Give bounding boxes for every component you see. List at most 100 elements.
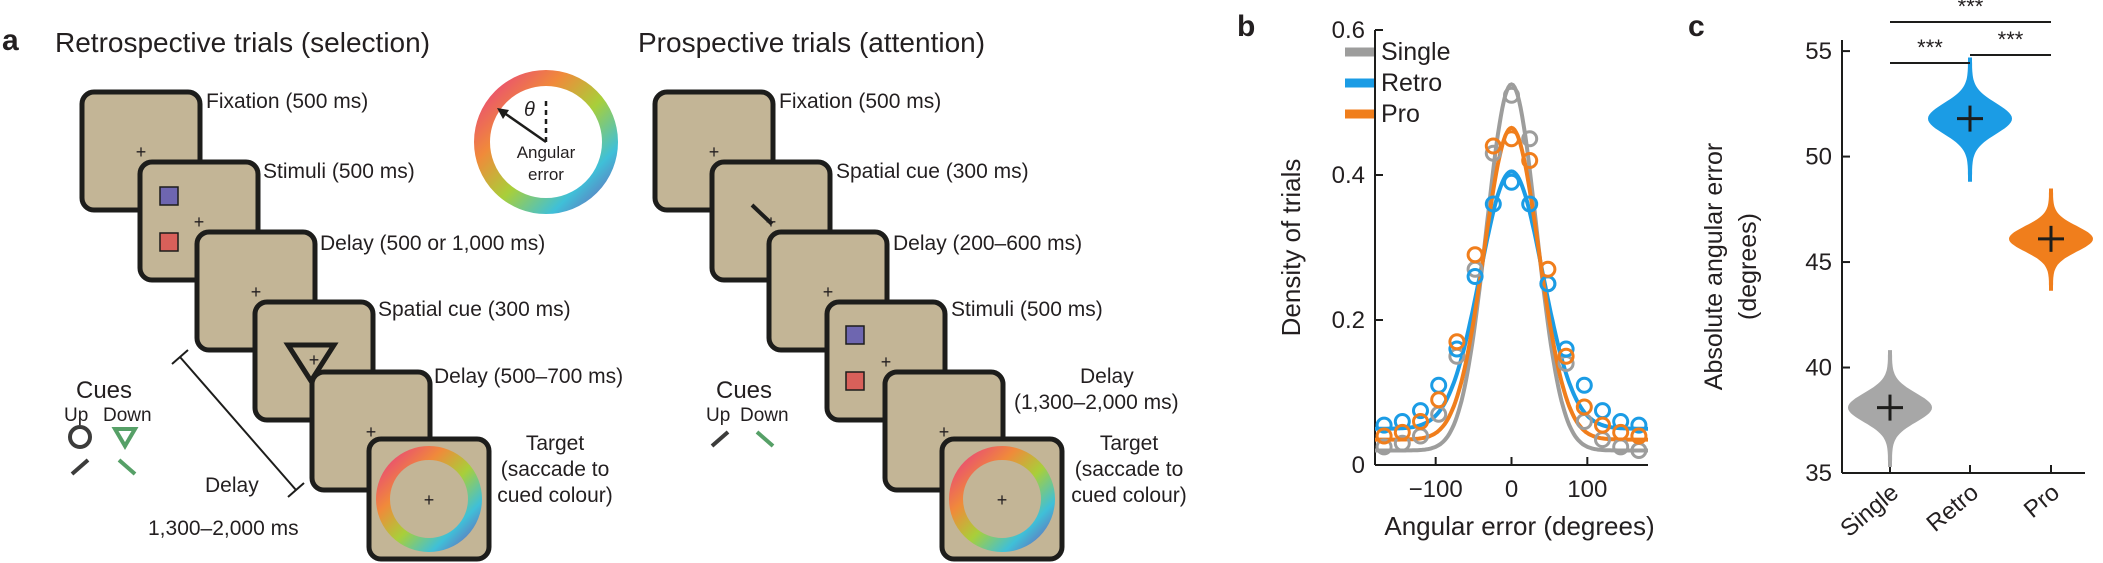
down-line-cue-icon xyxy=(755,430,775,448)
line-cue-icon xyxy=(750,203,774,226)
significance-label: *** xyxy=(1917,35,1943,60)
y-tick-label: 55 xyxy=(1805,38,1832,65)
fixation-cross: + xyxy=(136,142,147,162)
up-line-cue-icon xyxy=(70,458,90,476)
retro-step-2: Stimuli (500 ms) xyxy=(263,160,415,183)
retro-target-line1: Target xyxy=(526,432,585,455)
data-point-pro xyxy=(1448,333,1466,351)
circle-cue-icon xyxy=(68,425,92,449)
fixation-cross: + xyxy=(194,212,205,232)
up-line-cue-icon xyxy=(710,430,730,448)
retro-sequence: + + + + + + Fixation (500 ms) Stimuli (5… xyxy=(64,70,623,562)
panel-a: a Retrospective trials (selection) Prosp… xyxy=(2,24,1187,562)
data-point-retro xyxy=(1393,413,1411,430)
data-point-pro xyxy=(1393,423,1411,441)
retro-cue-down-label: Down xyxy=(103,405,152,426)
retro-title: Retrospective trials (selection) xyxy=(55,27,430,58)
curve-retro xyxy=(1375,169,1648,431)
triangle-cue-icon xyxy=(283,342,339,386)
data-point-retro xyxy=(1521,195,1539,213)
data-point-retro xyxy=(1466,268,1484,285)
retro-step-3: Delay (500 or 1,000 ms) xyxy=(320,232,545,255)
pro-sequence: + + + + + + Fixation (500 ms) Spatial cu… xyxy=(652,89,1187,562)
data-point-single xyxy=(1484,144,1502,162)
data-point-retro xyxy=(1484,195,1502,213)
pro-step-4: Stimuli (500 ms) xyxy=(951,298,1103,321)
color-wheel-icon xyxy=(376,446,482,552)
data-point-retro xyxy=(1594,402,1611,420)
data-point-pro xyxy=(1430,391,1448,409)
retro-target-line3: cued colour) xyxy=(497,484,613,507)
y-axis-label-line2: (degrees) xyxy=(1734,213,1762,320)
legend-label-pro: Pro xyxy=(1381,100,1420,128)
data-point-retro xyxy=(1448,340,1466,358)
legend-label-retro: Retro xyxy=(1381,69,1442,97)
stimulus-upper-square xyxy=(845,325,865,345)
pro-step-5: Delay xyxy=(1080,365,1134,388)
retro-delay-label: Delay xyxy=(205,474,259,497)
panel-label-b: b xyxy=(1237,10,1255,43)
stimulus-lower-square xyxy=(845,371,865,391)
fixation-cross: + xyxy=(997,490,1008,510)
y-tick-label: 0.4 xyxy=(1332,162,1365,189)
panel-label-c: c xyxy=(1688,10,1705,43)
data-point-pro xyxy=(1557,347,1575,365)
delay-bracket xyxy=(171,349,305,498)
fixation-cross: + xyxy=(366,422,377,442)
pro-step-5-range: (1,300–2,000 ms) xyxy=(1014,391,1179,414)
data-point-pro xyxy=(1412,413,1429,430)
color-wheel-icon xyxy=(474,70,618,214)
panel-c-significance: *** *** *** xyxy=(1890,0,2051,64)
pro-cues-title: Cues xyxy=(716,377,772,404)
fixation-cross: + xyxy=(939,422,950,442)
x-tick-label: 0 xyxy=(1505,476,1518,503)
wheel-label-line1: Angular xyxy=(517,143,576,162)
data-point-single xyxy=(1393,434,1411,452)
data-point-pro xyxy=(1484,137,1502,155)
x-axis-label: Angular error (degrees) xyxy=(1384,511,1654,541)
data-point-single xyxy=(1375,438,1393,456)
y-tick-label: 0.2 xyxy=(1332,307,1365,334)
fixation-cross: + xyxy=(424,490,435,510)
pro-target-line1: Target xyxy=(1100,432,1159,455)
arrowhead-icon xyxy=(497,108,509,119)
data-point-single xyxy=(1575,413,1593,430)
fixation-cross: + xyxy=(309,350,320,370)
data-point-single xyxy=(1503,86,1520,104)
data-point-retro xyxy=(1575,376,1593,394)
data-point-retro xyxy=(1630,416,1648,434)
fixation-cross: + xyxy=(709,142,720,162)
data-point-pro xyxy=(1612,423,1630,441)
pro-title: Prospective trials (attention) xyxy=(638,27,985,58)
pro-target-line3: cued colour) xyxy=(1071,484,1187,507)
data-point-retro xyxy=(1503,173,1520,191)
pro-cue-up-label: Up xyxy=(706,405,730,426)
data-point-pro xyxy=(1375,427,1393,445)
response-arrow-icon xyxy=(499,108,547,144)
data-point-pro xyxy=(1466,246,1484,264)
x-tick-label: 100 xyxy=(1567,476,1607,503)
significance-label: *** xyxy=(1998,27,2024,52)
data-point-retro xyxy=(1375,416,1393,434)
pro-cue-down-label: Down xyxy=(740,405,789,426)
significance-label: *** xyxy=(1958,0,1984,19)
pro-step-2: Spatial cue (300 ms) xyxy=(836,160,1029,183)
retro-step-1: Fixation (500 ms) xyxy=(206,90,368,113)
data-point-retro xyxy=(1430,376,1448,394)
y-tick-label: 45 xyxy=(1805,249,1832,276)
y-tick-label: 50 xyxy=(1805,144,1832,171)
x-tick-label-retro: Retro xyxy=(1922,479,1984,537)
y-tick-label: 0 xyxy=(1352,452,1365,479)
y-tick-label: 0.6 xyxy=(1332,17,1365,44)
data-point-retro xyxy=(1612,413,1630,430)
x-tick-label: −100 xyxy=(1409,476,1463,503)
data-point-pro xyxy=(1503,130,1520,148)
y-tick-label: 40 xyxy=(1805,355,1832,382)
pro-step-3: Delay (200–600 ms) xyxy=(893,232,1082,255)
stimulus-upper-square xyxy=(159,186,179,206)
data-point-pro xyxy=(1630,427,1648,445)
data-point-retro xyxy=(1412,402,1429,420)
